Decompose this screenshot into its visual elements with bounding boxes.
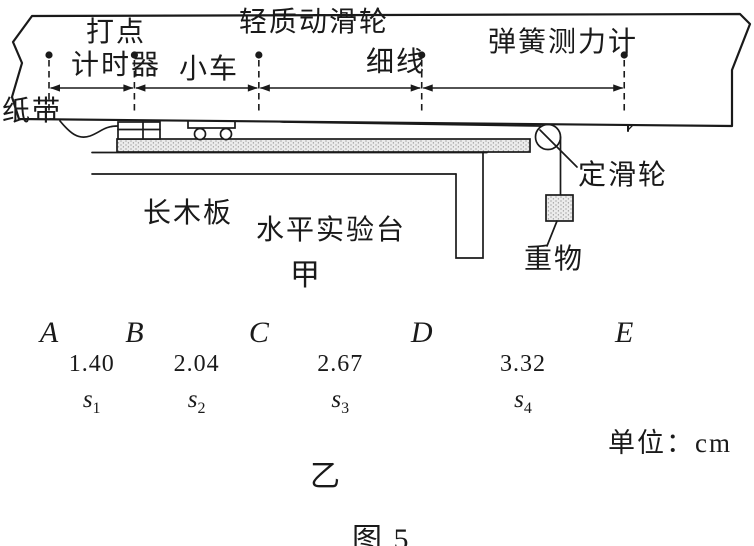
- interval-distance-1: 1.40: [68, 351, 115, 377]
- tape-point-label-D: D: [410, 316, 433, 349]
- label-cart: 小车: [179, 54, 240, 85]
- weight-shape: [545, 194, 574, 222]
- tape-outline: [10, 12, 752, 128]
- label-ticker-timer-line1: 打点: [85, 17, 146, 48]
- caption-yi: 乙: [310, 460, 342, 493]
- interval-symbol-2: s2: [187, 386, 206, 417]
- caption-jia: 甲: [290, 259, 322, 292]
- tape-point-label-B: B: [125, 316, 144, 349]
- label-lab-table: 水平实验台: [256, 215, 407, 246]
- tape-dot-E: [620, 51, 628, 59]
- interval-symbol-4: s4: [514, 386, 532, 417]
- interval-symbol-1: s1: [82, 386, 101, 417]
- tape-dot-C: [255, 51, 263, 59]
- interval-distance-4: 3.32: [499, 351, 546, 377]
- figure-number: 图 5: [352, 523, 411, 546]
- label-thin-string: 细线: [366, 47, 427, 78]
- label-ticker-timer-line2: 计时器: [70, 50, 161, 81]
- label-spring-scale: 弹簧测力计: [488, 27, 639, 58]
- table-leg: [455, 152, 484, 259]
- fixed-pulley-leader: [539, 129, 578, 168]
- interval-distance-3: 2.67: [317, 351, 364, 377]
- interval-distance-2: 2.04: [173, 351, 220, 377]
- label-long-board: 长木板: [143, 198, 234, 229]
- weight-leader: [546, 220, 558, 247]
- unit-note: 单位：cm: [608, 428, 732, 458]
- tape-point-label-A: A: [39, 316, 59, 349]
- label-fixed-pulley: 定滑轮: [578, 160, 669, 191]
- tape-point-label-C: C: [248, 316, 269, 349]
- tape-marks: [45, 51, 628, 115]
- tape-point-label-E: E: [615, 316, 634, 349]
- label-weight: 重物: [524, 244, 585, 275]
- label-movable-pulley: 轻质动滑轮: [239, 7, 390, 38]
- ticker-timer-shape: [117, 121, 161, 140]
- tape-dot-A: [45, 51, 53, 59]
- label-ticker-timer: 打点 计时器: [68, 16, 164, 82]
- tape-dot-B: [130, 51, 138, 59]
- tape-drawing: [10, 12, 752, 128]
- paper-tape-shape: [59, 120, 119, 138]
- label-paper-tape: 纸带: [2, 96, 63, 127]
- tape-dot-D: [418, 51, 426, 59]
- interval-symbol-3: s3: [331, 386, 350, 417]
